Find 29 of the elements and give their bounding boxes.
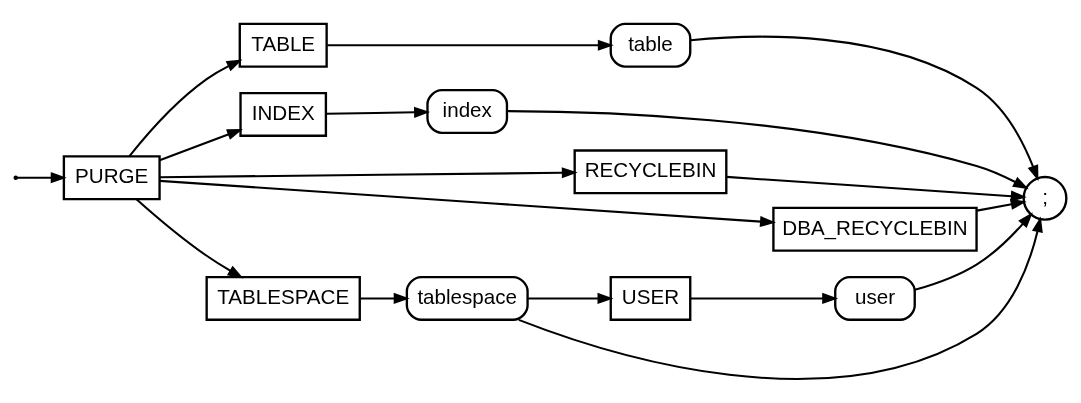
- node-box: TABLE: [238, 22, 328, 68]
- arrow: [690, 35, 1039, 182]
- arrow: [359, 292, 410, 304]
- arrow: [128, 59, 243, 157]
- arrow: [326, 106, 430, 118]
- arrow: [507, 110, 1029, 190]
- arrow: [16, 172, 67, 184]
- arrow: [690, 292, 839, 304]
- node-box: RECYCLEBIN: [573, 149, 728, 195]
- arrow: [518, 216, 1043, 380]
- arrow: [135, 198, 244, 279]
- node-circle: ;: [1022, 175, 1068, 221]
- arrow: [976, 198, 1027, 212]
- arrow: [527, 292, 614, 304]
- node-box: table: [609, 22, 692, 68]
- node-box: user: [834, 275, 916, 321]
- arrow: [914, 212, 1033, 291]
- node-box: PURGE: [62, 155, 161, 201]
- node-box: DBA_RECYCLEBIN: [772, 206, 978, 252]
- arrow: [159, 167, 578, 179]
- node-box: TABLESPACE: [205, 275, 361, 321]
- node-box: USER: [609, 275, 692, 321]
- arrow: [159, 179, 776, 228]
- node-box: index: [426, 88, 509, 134]
- arrow: [327, 39, 614, 51]
- arrow: [726, 175, 1027, 202]
- node-box: INDEX: [239, 91, 328, 137]
- arrow: [159, 129, 243, 162]
- node-box: tablespace: [405, 275, 529, 321]
